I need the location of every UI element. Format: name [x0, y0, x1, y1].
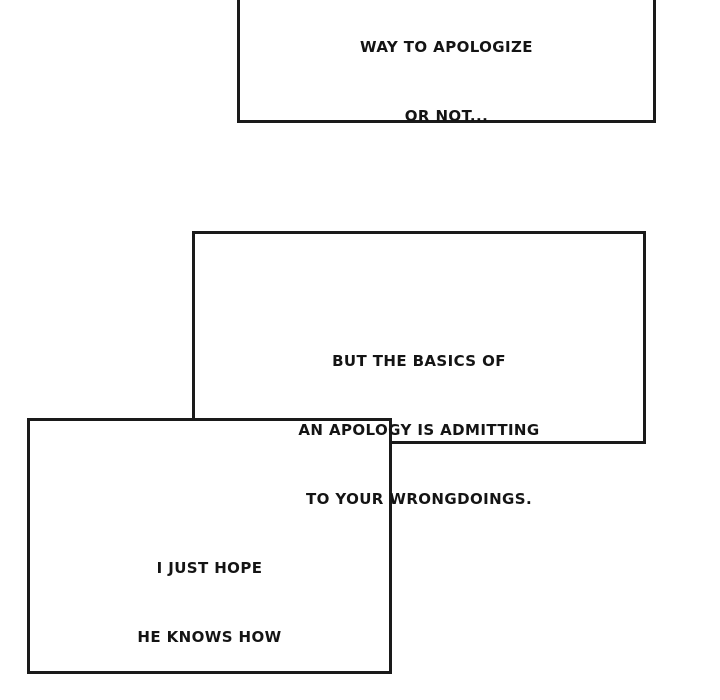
caption-line: BUT THE BASICS OF	[332, 352, 506, 370]
caption-line: WAY TO APOLOGIZE	[360, 38, 533, 56]
caption-line: HE KNOWS HOW	[137, 628, 282, 646]
comic-panel-bottom	[27, 418, 392, 674]
panel-seam-mask	[195, 421, 389, 441]
caption-line: I TRULY FEEL.	[27, 695, 392, 700]
caption-line: I JUST HOPE	[156, 559, 263, 577]
comic-panel-top	[237, 0, 656, 123]
panel-middle-caption: BUT THE BASICS OF AN APOLOGY IS ADMITTIN…	[192, 304, 646, 557]
caption-line: OR NOT...	[404, 107, 489, 125]
panel-top-caption: WAY TO APOLOGIZE OR NOT...	[237, 0, 656, 174]
panel-bottom-caption: I JUST HOPE HE KNOWS HOW I TRULY FEEL.	[27, 511, 392, 700]
caption-line: TO YOUR WRONGDOINGS.	[305, 490, 533, 508]
comic-panel-middle	[192, 231, 646, 444]
caption-line: AN APOLOGY IS ADMITTING	[298, 421, 540, 439]
